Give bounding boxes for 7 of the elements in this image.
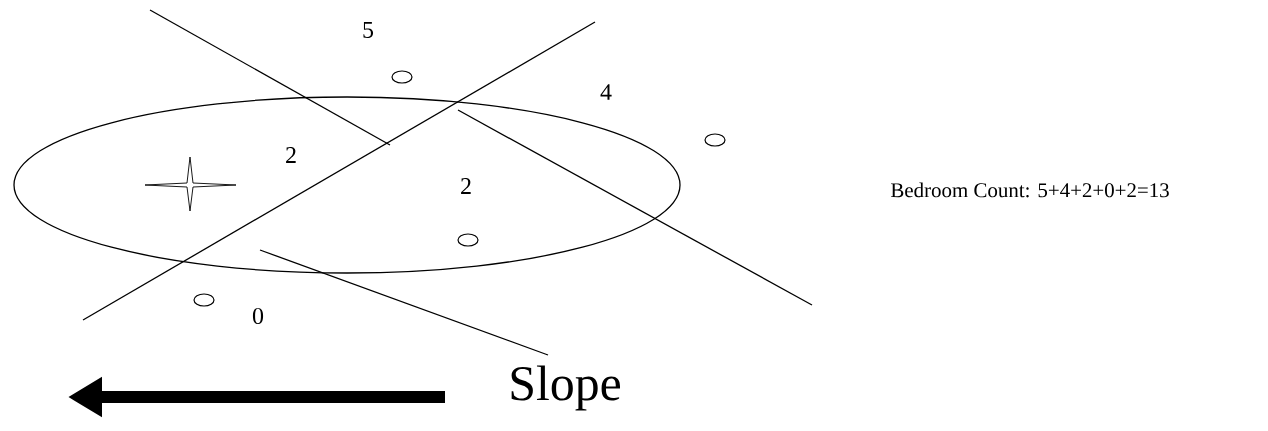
region-number: 0 [252, 307, 264, 325]
slope-label: Slope [511, 365, 620, 411]
region-number: 5 [363, 22, 374, 38]
region-number: 2 [461, 178, 471, 194]
count-note: Bedroom Count: 5+4+2+0+2=13 [891, 182, 1169, 198]
region-number: 4 [600, 84, 612, 100]
region-number: 2 [286, 147, 296, 163]
